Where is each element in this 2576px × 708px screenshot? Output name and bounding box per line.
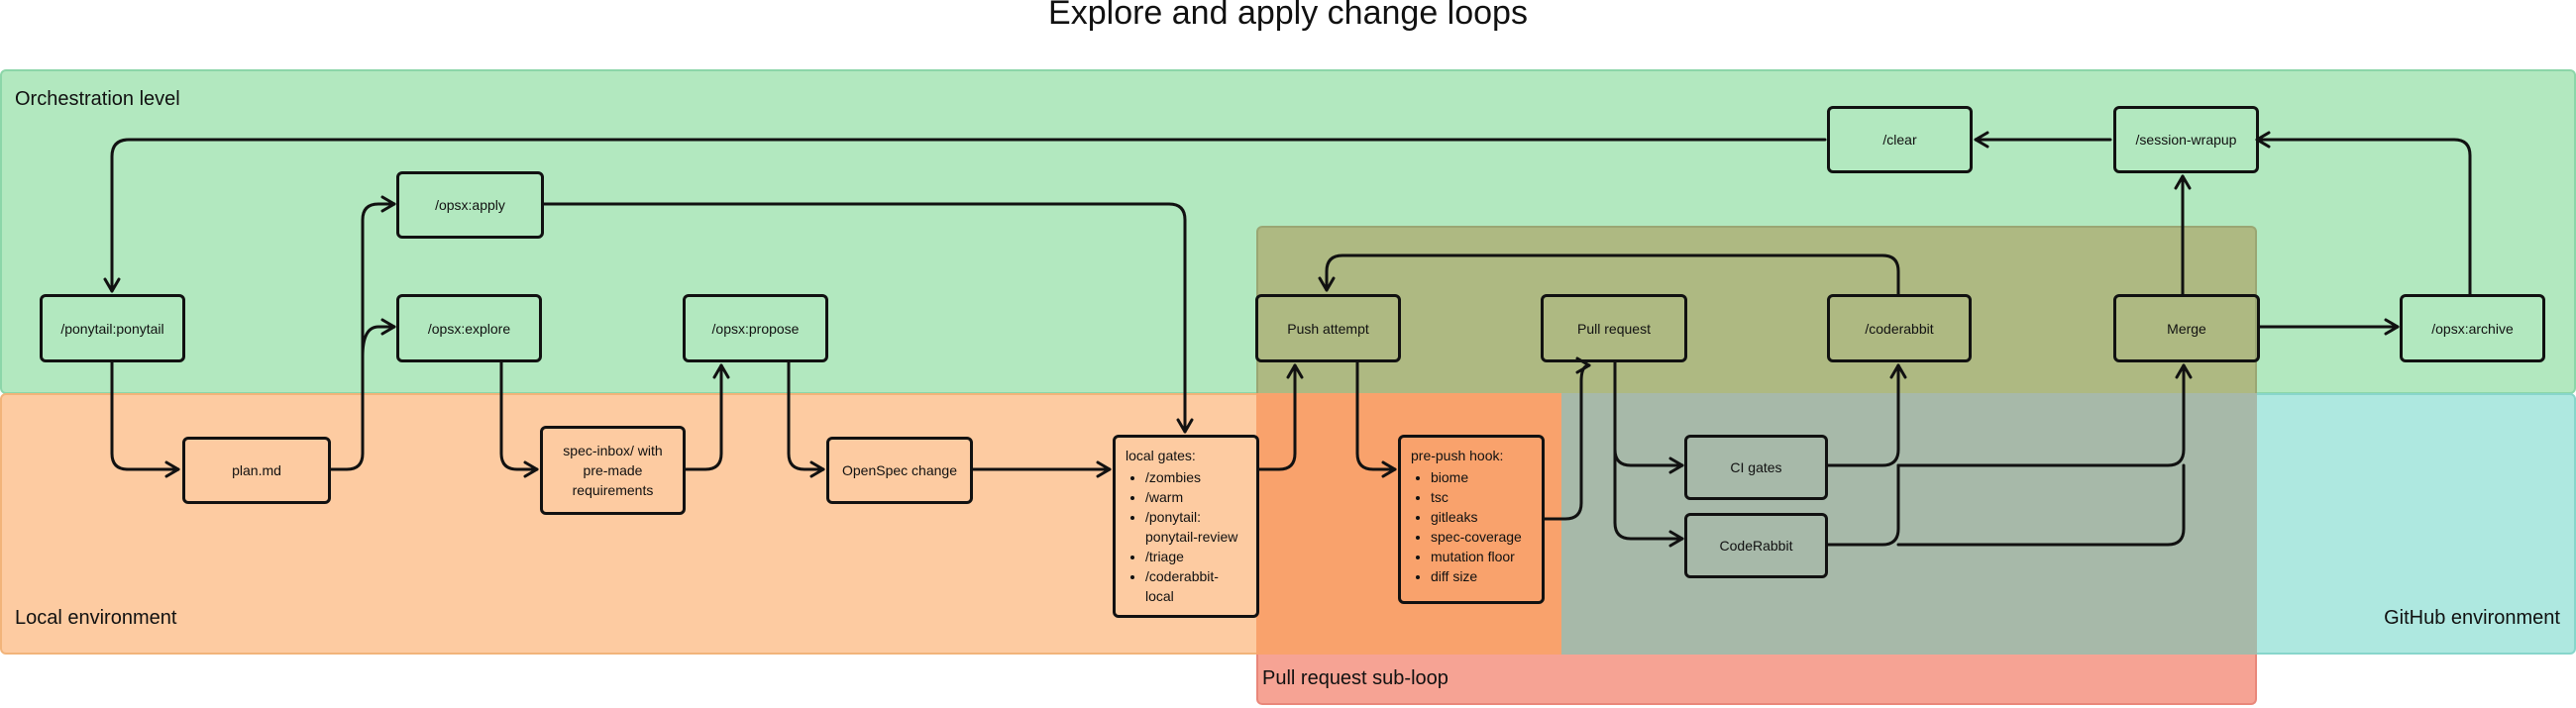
edge-plan-apply xyxy=(329,195,396,471)
spec-inbox-node: spec-inbox/ with pre-made requirements xyxy=(540,426,686,515)
edge-coderabbit-coderabbitcmd xyxy=(1826,463,1900,547)
merge-node: Merge xyxy=(2113,294,2260,362)
edge-clear-ponytail xyxy=(103,138,1827,293)
edge-cigates-coderabbitcmd xyxy=(1826,363,1907,467)
prepush-item: mutation floor xyxy=(1431,547,1532,566)
edge-cigates-merge xyxy=(1896,363,2193,467)
archive-node: /opsx:archive xyxy=(2400,294,2545,362)
edge-explore-specinbox xyxy=(499,360,539,478)
local-gates-list: /zombies /warm /ponytail: ponytail-revie… xyxy=(1126,467,1246,606)
apply-node: /opsx:apply xyxy=(396,171,544,239)
prepush-item: gitleaks xyxy=(1431,507,1532,527)
local-label: Local environment xyxy=(15,607,177,629)
edge-localgates-push xyxy=(1257,363,1304,471)
local-gates-node: local gates: /zombies /warm /ponytail: p… xyxy=(1113,435,1259,618)
pull-request-node: Pull request xyxy=(1541,294,1687,362)
coderabbit-node: CodeRabbit xyxy=(1684,513,1828,578)
pr-subloop-region xyxy=(1256,654,2257,705)
openspec-change-node: OpenSpec change xyxy=(826,437,973,504)
prepush-item: diff size xyxy=(1431,566,1532,586)
prepush-list: biome tsc gitleaks spec-coverage mutatio… xyxy=(1411,467,1532,586)
local-gate-item: /warm xyxy=(1145,487,1246,507)
prepush-hook-node: pre-push hook: biome tsc gitleaks spec-c… xyxy=(1398,435,1545,604)
plan-node: plan.md xyxy=(182,437,331,504)
prepush-item: spec-coverage xyxy=(1431,527,1532,547)
edge-specinbox-propose xyxy=(684,363,730,471)
edge-coderabbitcmd-push xyxy=(1318,253,1900,296)
edge-plan-explore xyxy=(361,318,396,358)
edge-pr-cigates xyxy=(1613,360,1684,474)
propose-node: /opsx:propose xyxy=(683,294,828,362)
session-wrapup-node: /session-wrapup xyxy=(2113,106,2259,173)
ponytail-node: /ponytail:ponytail xyxy=(40,294,185,362)
edge-push-prepush xyxy=(1355,360,1397,478)
prepush-heading: pre-push hook: xyxy=(1411,448,1504,463)
explore-node: /opsx:explore xyxy=(396,294,542,362)
edge-ponytail-plan xyxy=(110,360,180,478)
edge-apply-localgates xyxy=(542,202,1194,434)
overlap-orchestration-pr xyxy=(1256,226,2257,393)
prepush-item: tsc xyxy=(1431,487,1532,507)
push-attempt-node: Push attempt xyxy=(1255,294,1401,362)
ci-gates-node: CI gates xyxy=(1684,435,1828,500)
coderabbit-cmd-node: /coderabbit xyxy=(1827,294,1972,362)
local-gates-heading: local gates: xyxy=(1126,448,1196,463)
orchestration-label: Orchestration level xyxy=(15,88,180,110)
edge-propose-openspec xyxy=(787,360,825,478)
edge-prepush-pr xyxy=(1543,356,1591,521)
pr-subloop-label: Pull request sub-loop xyxy=(1262,667,1449,689)
prepush-item: biome xyxy=(1431,467,1532,487)
local-gate-item: /triage xyxy=(1145,547,1246,566)
local-gate-item: /zombies xyxy=(1145,467,1246,487)
edge-archive-wrapup xyxy=(2255,131,2472,296)
overlap-github-pr xyxy=(1561,393,2257,655)
clear-node: /clear xyxy=(1827,106,1973,173)
edge-coderabbit-merge xyxy=(1896,463,2186,547)
diagram-title: Explore and apply change loops xyxy=(1048,0,1528,32)
edge-pr-coderabbit xyxy=(1613,444,1684,548)
local-gate-item: /coderabbit-local xyxy=(1145,566,1246,606)
local-gate-item: /ponytail: ponytail-review xyxy=(1145,507,1246,547)
github-label: GitHub environment xyxy=(2384,607,2560,629)
